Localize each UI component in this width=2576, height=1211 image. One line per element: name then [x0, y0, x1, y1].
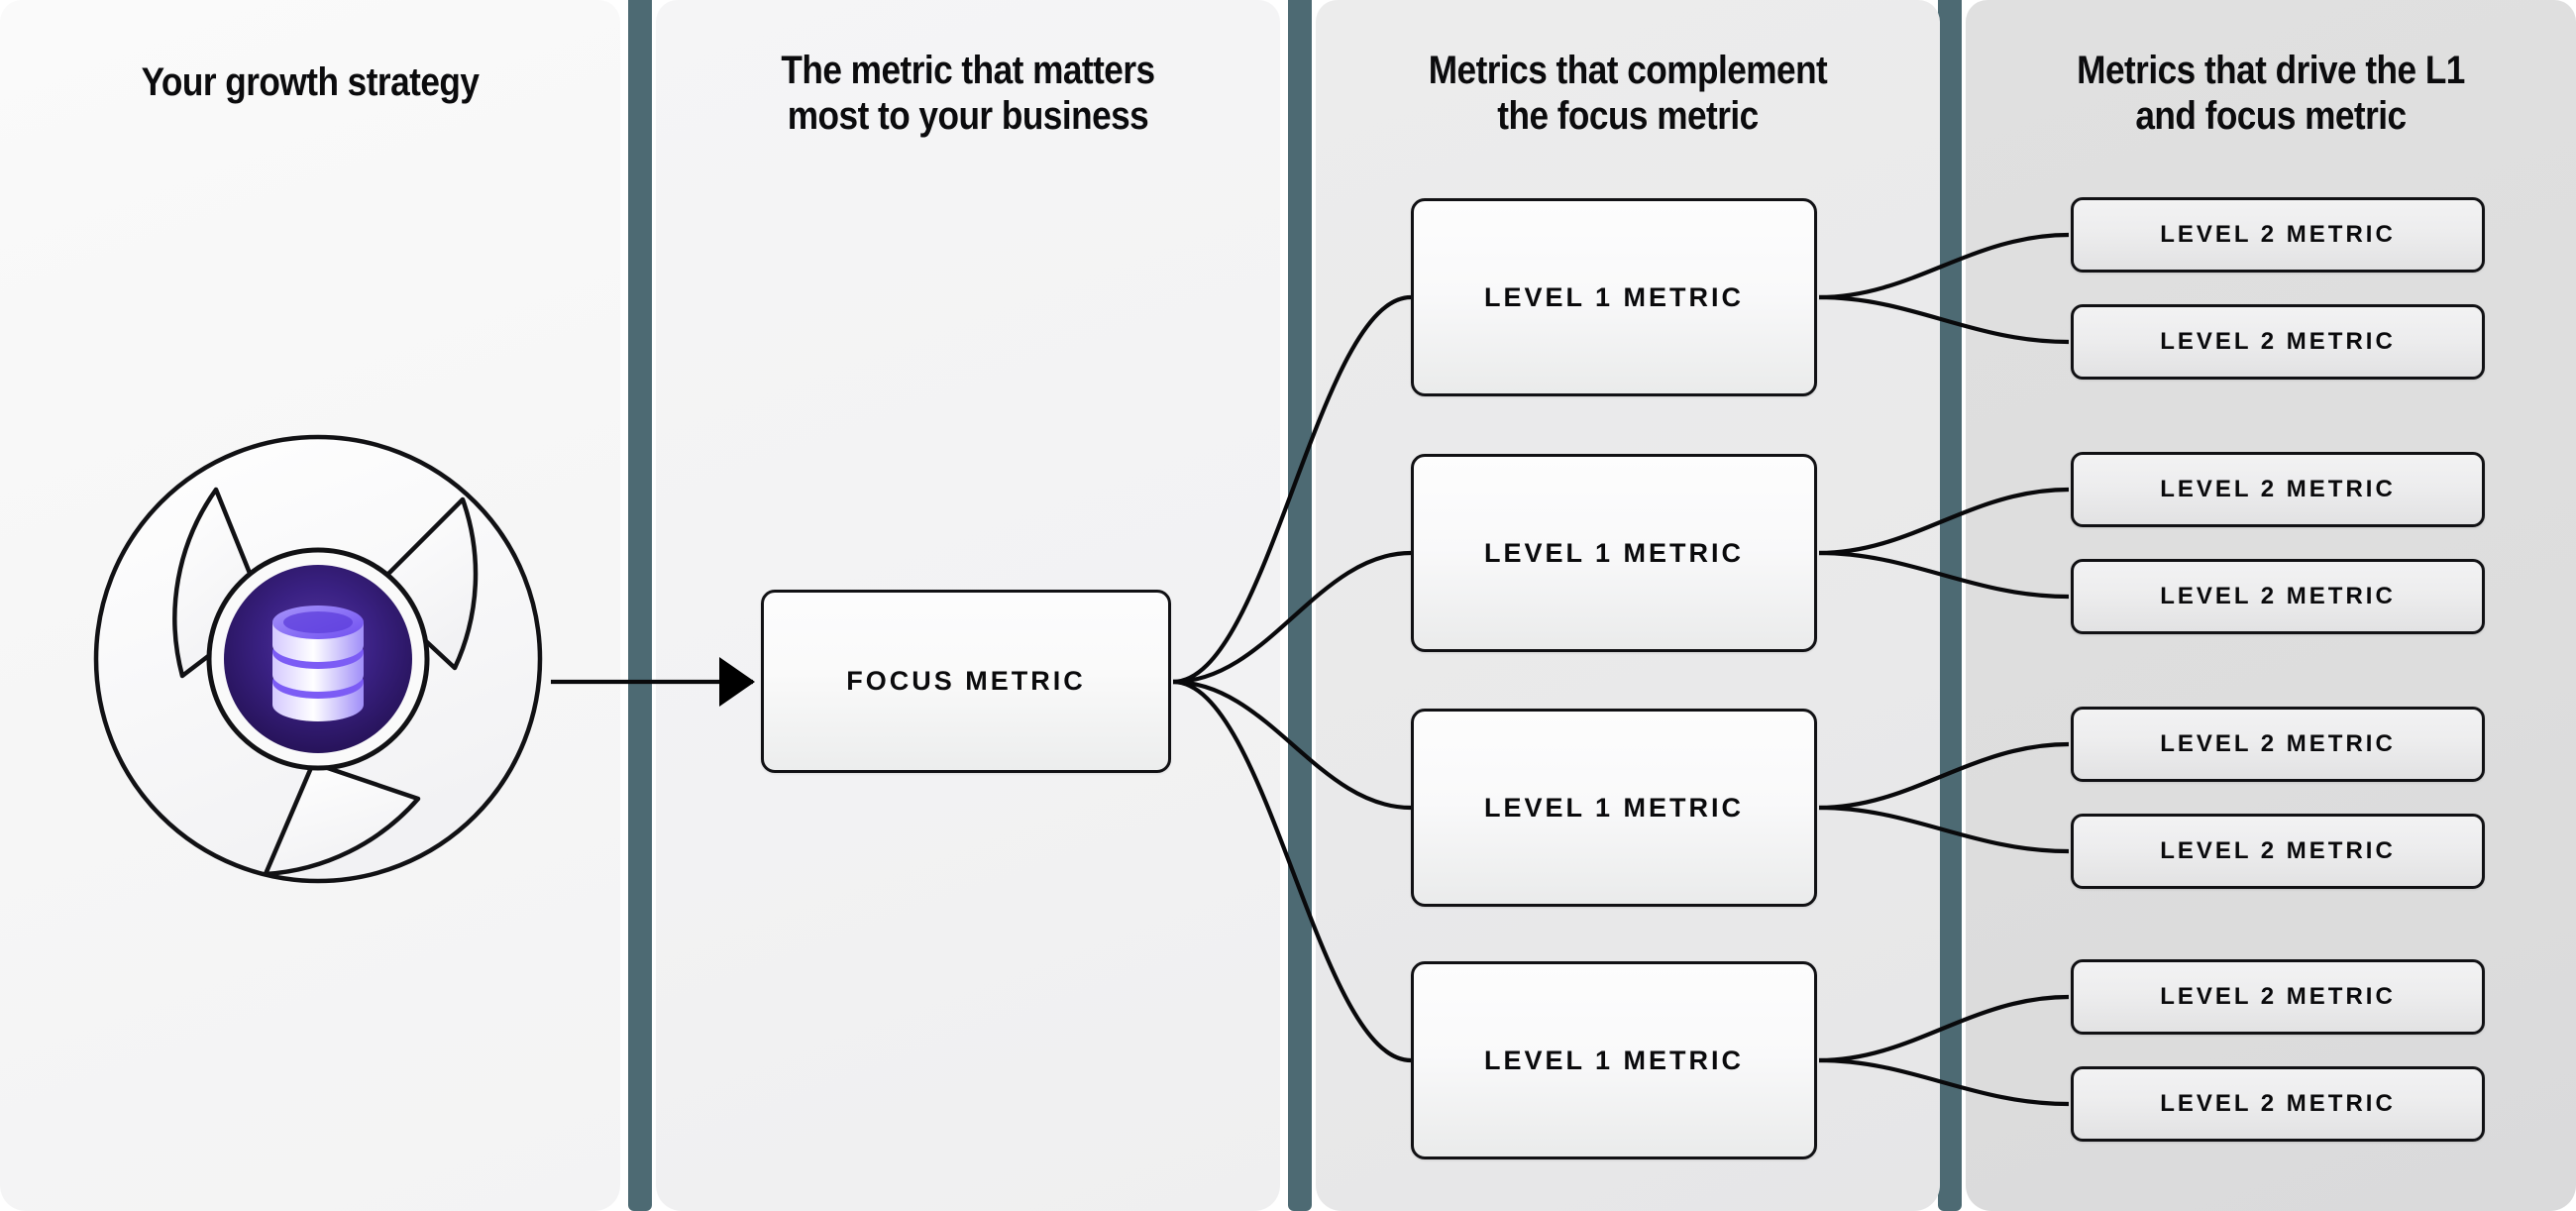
column-heading-level-1-metrics: Metrics that complement the focus metric: [1428, 49, 1828, 139]
node-level-2-metric-4[interactable]: LEVEL 2 METRIC: [2071, 559, 2485, 634]
node-level-1-metric-4[interactable]: LEVEL 1 METRIC: [1411, 961, 1817, 1159]
node-level-1-metric-2[interactable]: LEVEL 1 METRIC: [1411, 454, 1817, 652]
column-heading-growth-strategy: Your growth strategy: [141, 60, 480, 104]
node-focus-metric[interactable]: FOCUS METRIC: [761, 590, 1171, 773]
growth-strategy-emblem: [93, 434, 543, 884]
column-heading-focus-metric: The metric that matters most to your bus…: [781, 49, 1155, 139]
node-level-1-metric-1[interactable]: LEVEL 1 METRIC: [1411, 198, 1817, 396]
database-icon: [272, 606, 364, 721]
node-level-2-metric-8[interactable]: LEVEL 2 METRIC: [2071, 1066, 2485, 1142]
node-level-2-metric-2[interactable]: LEVEL 2 METRIC: [2071, 304, 2485, 380]
node-level-2-metric-7[interactable]: LEVEL 2 METRIC: [2071, 959, 2485, 1035]
node-level-2-metric-1[interactable]: LEVEL 2 METRIC: [2071, 197, 2485, 273]
column-divider-3: [1938, 0, 1962, 1211]
node-level-2-metric-3[interactable]: LEVEL 2 METRIC: [2071, 452, 2485, 527]
column-divider-2: [1288, 0, 1312, 1211]
node-level-1-metric-3[interactable]: LEVEL 1 METRIC: [1411, 709, 1817, 907]
column-divider-1: [628, 0, 652, 1211]
column-heading-level-2-metrics: Metrics that drive the L1 and focus metr…: [2077, 49, 2465, 139]
node-level-2-metric-5[interactable]: LEVEL 2 METRIC: [2071, 707, 2485, 782]
node-level-2-metric-6[interactable]: LEVEL 2 METRIC: [2071, 814, 2485, 889]
